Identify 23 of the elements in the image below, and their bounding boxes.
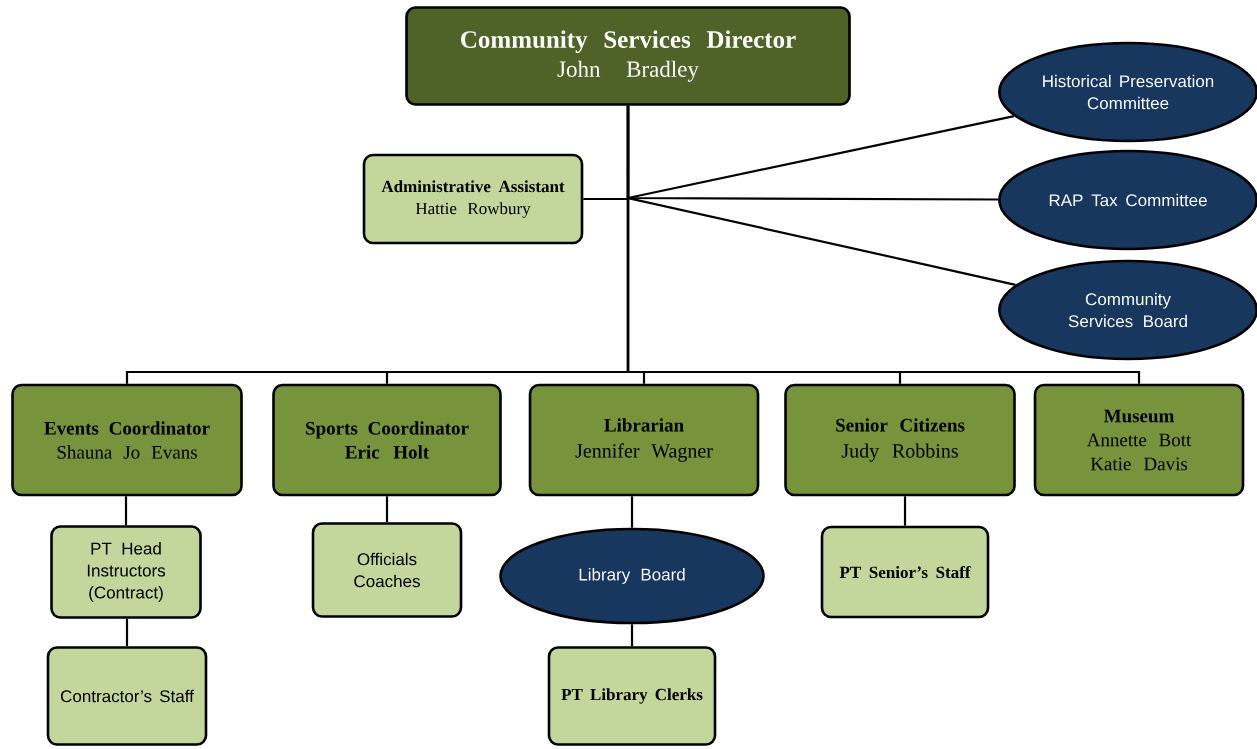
director-box: Community Services Director John Bradley — [405, 6, 851, 106]
connector-line — [124, 496, 128, 526]
staff-box: PT Senior’s Staff — [820, 525, 990, 619]
staff-box: PT Library Clerks — [547, 646, 717, 746]
position-box: Events Coordinator Shauna Jo Evans — [11, 383, 243, 497]
position-box: Museum Annette Bott Katie Davis — [1033, 383, 1245, 497]
connector-line — [385, 496, 389, 523]
committee-oval: RAP Tax Committee — [998, 149, 1257, 251]
position-box: Librarian Jennifer Wagner — [528, 383, 760, 497]
board-oval: Community Services Board — [998, 259, 1257, 361]
connector-line — [125, 618, 129, 647]
assistant-box: Administrative Assistant Hattie Rowbury — [362, 153, 584, 245]
connector-line — [630, 624, 634, 647]
position-box: Senior Citizens Judy Robbins — [784, 383, 1016, 497]
connector-line — [630, 496, 634, 528]
staff-box: PT Head Instructors (Contract) — [50, 525, 202, 619]
connector-line — [903, 496, 907, 526]
board-oval: Library Board — [499, 527, 765, 625]
position-box: Sports Coordinator Eric Holt — [272, 383, 502, 497]
connector-line — [626, 105, 1141, 384]
staff-box: Contractor’s Staff — [46, 646, 208, 746]
staff-box: Officials Coaches — [311, 522, 463, 618]
committee-oval: Historical Preservation Committee — [998, 41, 1257, 143]
